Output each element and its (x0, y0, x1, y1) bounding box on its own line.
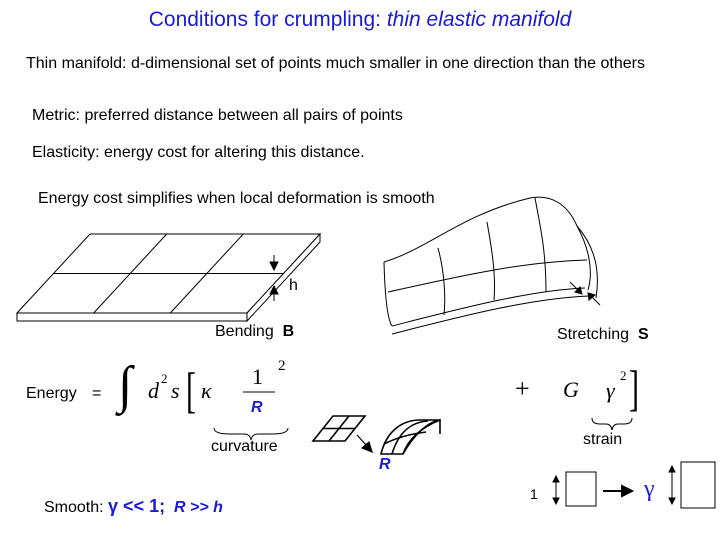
gamma-symbol: γ (606, 378, 615, 403)
curved-manifold (383, 196, 598, 335)
unit-length-label: 1 (530, 486, 538, 502)
page-title: Conditions for crumpling: thin elastic m… (148, 8, 572, 31)
bending-caption: Bending B (215, 323, 295, 340)
gamma-exponent: 2 (620, 368, 627, 383)
strain-label: strain (583, 431, 623, 448)
close-bracket: ] (629, 360, 639, 416)
strain-gamma-label: γ (644, 476, 655, 502)
elasticity-definition: Elasticity: energy cost for altering thi… (32, 144, 365, 161)
stretch-arrows (569, 281, 601, 306)
open-bracket: [ (186, 362, 196, 418)
unstrained-square (565, 471, 597, 507)
stretching-symbol: S (637, 326, 649, 343)
measure-s: s (171, 378, 180, 403)
measure-d: d (148, 378, 159, 403)
smooth-condition-gamma: γ << 1; (108, 496, 166, 516)
grid-to-curve-arrow (356, 434, 373, 454)
smooth-condition-radius: R >> h (173, 499, 223, 516)
curvature-brace (213, 427, 289, 441)
bending-symbol: B (282, 323, 295, 340)
manifold-definition: Thin manifold: d-dimensional set of poin… (26, 55, 645, 72)
stretching-caption: Stretching S (557, 326, 649, 343)
energy-cost-note: Energy cost simplifies when local deform… (38, 190, 435, 207)
energy-equals: = (92, 385, 102, 402)
kappa-symbol: κ (201, 378, 212, 403)
smooth-label: Smooth: (44, 499, 104, 516)
thickness-label: h (289, 277, 298, 294)
unit-arrow (552, 474, 560, 506)
modulus-G: G (563, 377, 579, 402)
curvature-label: curvature (211, 438, 278, 455)
title-emphasis: thin elastic manifold (386, 8, 572, 31)
flat-plate (15, 232, 322, 323)
energy-label: Energy (26, 385, 77, 402)
metric-definition: Metric: preferred distance between all p… (32, 107, 403, 124)
fraction-denominator: R (251, 399, 263, 416)
strain-brace (591, 417, 633, 431)
thickness-arrows (269, 255, 279, 301)
small-grid (311, 415, 367, 442)
fraction-numerator: 1 (252, 364, 263, 389)
small-bent-sheet (379, 418, 441, 455)
plus-sign: + (515, 374, 530, 403)
smooth-conditions: Smooth: γ << 1; R >> h (44, 496, 223, 517)
sketch-radius-label: R (379, 456, 391, 473)
integral-sign: ∫ (118, 357, 133, 414)
fraction-power: 2 (278, 358, 286, 374)
strained-square (680, 461, 716, 509)
measure-exponent: 2 (161, 371, 168, 386)
gamma-arrow (668, 464, 676, 506)
strain-transform-arrow (603, 484, 635, 498)
